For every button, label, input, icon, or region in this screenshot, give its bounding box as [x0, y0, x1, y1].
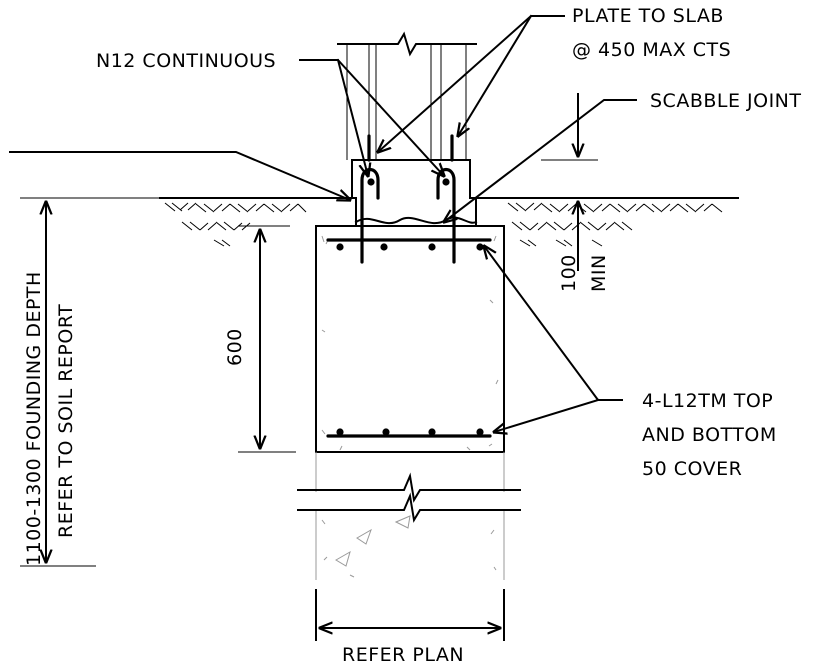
footing-break [297, 472, 521, 523]
bottom-bar-dot [336, 428, 344, 436]
leaders [9, 14, 637, 432]
label-founding-depth: 1100-1300 FOUNDING DEPTH [23, 271, 45, 566]
scabble-joint-line [354, 216, 478, 225]
label-reo-line3: 50 COVER [642, 458, 742, 480]
label-100: 100 [558, 254, 580, 292]
label-reo-line2: AND BOTTOM [642, 424, 777, 446]
label-plate-to-slab-line1: PLATE TO SLAB [572, 5, 724, 27]
label-600: 600 [224, 328, 246, 366]
n12-dot [367, 178, 375, 186]
bottom-bar-dot [476, 428, 484, 436]
bottom-bar-dot [428, 428, 436, 436]
label-soil-report: REFER TO SOIL REPORT [55, 304, 77, 538]
n12-dot [442, 178, 450, 186]
top-bar-dot [428, 243, 436, 251]
footing [315, 225, 505, 580]
top-bar-dot [476, 243, 484, 251]
top-bar-dot [380, 243, 388, 251]
label-plate-to-slab-line2: @ 450 MAX CTS [572, 39, 731, 61]
reinforcement [326, 134, 492, 438]
label-min: MIN [588, 254, 610, 292]
label-refer-plan: REFER PLAN [342, 644, 464, 664]
soil-hatching [164, 202, 723, 247]
dimensions [20, 93, 598, 641]
bottom-bar-dot [382, 428, 390, 436]
top-bar-dot [336, 243, 344, 251]
wall-break-line [337, 31, 477, 57]
label-reo-line1: 4-L12TM TOP [642, 390, 773, 412]
label-n12-continuous: N12 CONTINUOUS [96, 50, 276, 72]
label-scabble-joint: SCABBLE JOINT [650, 90, 802, 112]
